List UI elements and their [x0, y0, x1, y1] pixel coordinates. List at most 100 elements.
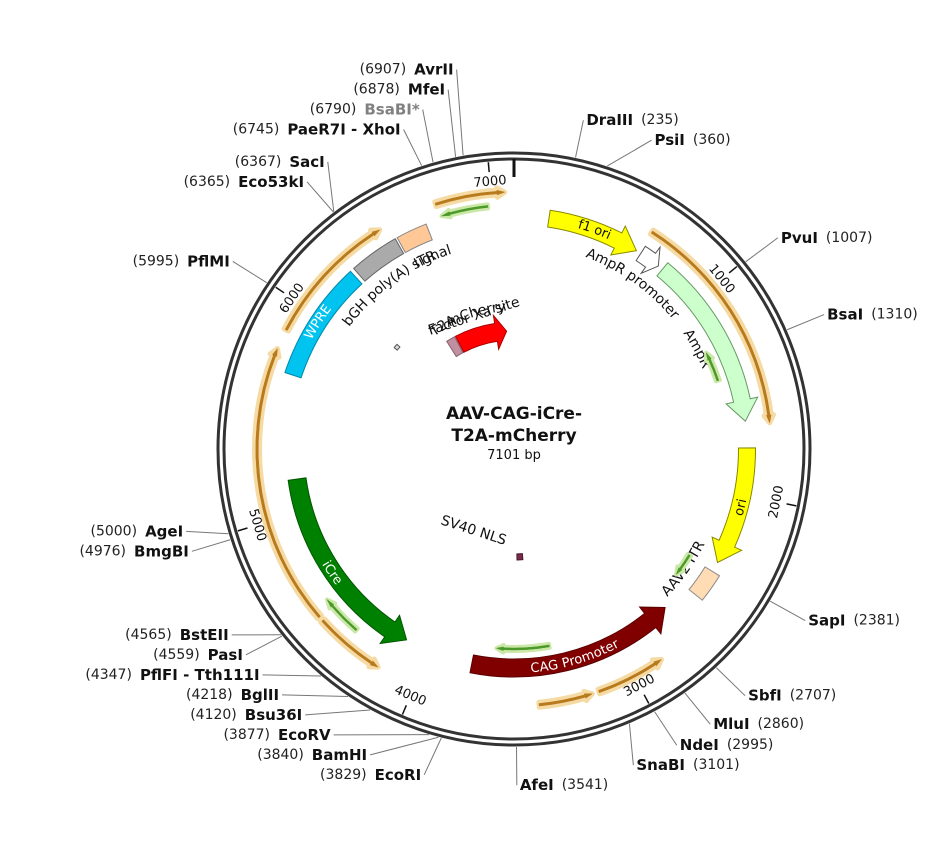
site-position: (6365): [184, 174, 231, 190]
site-psii: PsiI(360): [607, 131, 731, 167]
site-leader: [456, 69, 464, 156]
site-leader: [422, 109, 434, 163]
site-name: PvuI: [781, 228, 818, 246]
site-leader: [327, 161, 335, 212]
site-text: (6790)BsaBI*: [310, 100, 420, 118]
orf-arrow: [494, 641, 552, 655]
site-text: AfeI (3541): [520, 776, 608, 794]
primer-arc: [536, 688, 595, 710]
primer-arc: [318, 616, 381, 670]
site-bglii: (4218)BglII: [186, 685, 349, 703]
feature-factor-xa-site-shape: [393, 343, 401, 351]
site-name: AgeI: [145, 522, 183, 540]
plasmid-size: 7101 bp: [487, 448, 541, 463]
site-agei: (5000)AgeI: [91, 522, 229, 540]
site-name: MluI: [713, 715, 749, 733]
site-leader: [715, 667, 746, 697]
site-text: (4218)BglII: [186, 685, 279, 703]
tick-3000: [643, 694, 650, 704]
feature-ori-shape: [711, 447, 757, 564]
site-position: (235): [641, 112, 679, 128]
site-name: DraIII: [586, 111, 633, 129]
site-name: BstEII: [180, 625, 229, 643]
site-avrii: (6907)AvrII: [360, 60, 464, 156]
site-name: SacI: [289, 152, 324, 170]
site-leader: [403, 129, 423, 166]
site-position: (5995): [133, 253, 180, 269]
site-leader: [262, 674, 321, 677]
site-position: (3541): [562, 777, 609, 793]
center-label: AAV-CAG-iCre- T2A-mCherry 7101 bp: [446, 404, 582, 463]
site-text: PsiI(360): [655, 131, 731, 149]
site-text: (6365) Eco53kI: [184, 172, 304, 190]
site-bamhi: (3840)BamHI: [257, 736, 439, 763]
orf-arrow: [703, 350, 722, 384]
site-position: (6367): [235, 154, 282, 170]
site-name: PflFI - Tth111I: [140, 665, 260, 683]
site-text: (6878)MfeI: [353, 80, 445, 98]
site-text: BsaI(1310): [827, 305, 918, 323]
feature-ampr-promoter-shape: [635, 245, 661, 275]
feature-bgh-poly-a-signal-shape: [352, 238, 405, 282]
primer-arc: [252, 345, 324, 622]
tick-4000: [401, 705, 408, 715]
tick-2000: [786, 503, 797, 507]
site-text: (6367) SacI: [235, 152, 325, 170]
site-leader: [423, 737, 442, 776]
site-sapi: SapI(2381): [769, 600, 900, 629]
plasmid-name-line1: AAV-CAG-iCre-: [446, 404, 582, 424]
site-saci: (6367) SacI: [235, 152, 335, 212]
site-position: (4976): [79, 543, 126, 559]
site-position: (4120): [190, 707, 237, 723]
site-position: (6878): [353, 82, 400, 98]
site-name: PflMI: [187, 252, 230, 270]
site-text: (6907)AvrII: [360, 60, 454, 78]
site-pflfi-tth111i: (4347) PflFI - Tth111I: [85, 665, 321, 683]
site-leader: [447, 89, 457, 157]
site-text: NdeI(2995): [680, 736, 774, 754]
site-name: PaeR7I - XhoI: [287, 120, 400, 138]
feature-sv40-nls-shape: [516, 553, 524, 561]
site-text: (5995) PflMI: [133, 252, 230, 270]
plasmid-name-line2: T2A-mCherry: [451, 426, 576, 446]
site-leader: [370, 736, 439, 756]
site-leader: [186, 530, 229, 535]
site-leader: [282, 694, 349, 698]
site-name: BglII: [241, 685, 279, 703]
orf-arrow: [439, 202, 491, 220]
site-position: (2995): [727, 737, 774, 753]
site-bmgbi: (4976) BmgBI: [79, 539, 231, 560]
site-layer: DraIII (235) PsiI(360) PvuI (1007) BsaI(1310)…: [79, 60, 917, 794]
site-name: SnaBI: [636, 756, 685, 774]
site-draiii: DraIII (235): [575, 111, 679, 158]
site-name: Eco53kI: [238, 172, 304, 190]
site-name: EcoRI: [375, 765, 422, 783]
site-position: (1007): [826, 230, 873, 246]
site-leader: [607, 139, 652, 167]
orf-arrow: [325, 597, 360, 634]
backbone-layer: [216, 151, 812, 747]
site-text: MluI(2860): [713, 715, 804, 733]
feature-icre-shape: [287, 477, 408, 645]
primer-layer: [252, 185, 776, 710]
site-position: (4559): [153, 647, 200, 663]
site-text: (5000)AgeI: [91, 522, 184, 540]
site-leader: [306, 181, 334, 213]
site-name: SbfI: [748, 686, 782, 704]
site-position: (2707): [790, 688, 837, 704]
site-position: (4565): [125, 627, 172, 643]
site-position: (4347): [85, 667, 132, 683]
site-name: BmgBI: [134, 542, 189, 560]
tick-5000: [237, 527, 248, 532]
site-text: (6745)PaeR7I - XhoI: [233, 120, 401, 138]
tick-label-7000: 7000: [473, 173, 507, 191]
site-snabi: SnaBI(3101): [628, 723, 740, 774]
site-name: AvrII: [414, 60, 453, 78]
site-ecori: (3829)EcoRI: [320, 737, 442, 783]
site-leader: [745, 237, 779, 263]
tick-label-4000: 4000: [392, 683, 428, 710]
site-position: (3840): [257, 747, 304, 763]
site-name: PasI: [208, 645, 243, 663]
site-bsabi: (6790)BsaBI*: [310, 100, 434, 163]
site-name: AfeI: [520, 776, 554, 794]
